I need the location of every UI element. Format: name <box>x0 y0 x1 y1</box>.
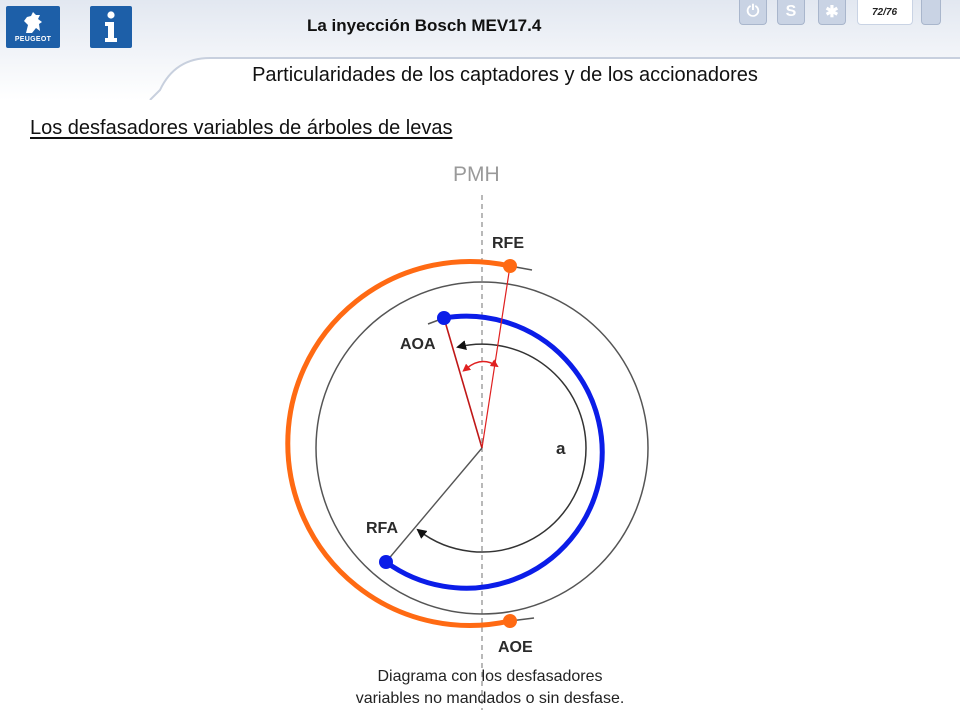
aoa-dot <box>437 311 451 325</box>
outer-circle <box>315 281 649 615</box>
aoe-label: AOE <box>498 639 533 656</box>
brand-logo-text: PEUGEOT <box>14 36 52 43</box>
lion-icon <box>24 12 42 33</box>
aoe-dot <box>503 614 517 628</box>
header-swoosh <box>0 0 960 101</box>
inner-arc-bottom <box>416 447 587 553</box>
rfe-label: RFE <box>492 235 524 252</box>
rfe-dot <box>503 259 517 273</box>
asterisk-icon: ✱ <box>825 4 839 21</box>
slide-subtitle: Particularidades de los captadores y de … <box>252 64 758 86</box>
power-icon: ⏻ <box>746 3 760 20</box>
power-button[interactable]: ⏻ <box>739 0 767 25</box>
caption-line-2: variables no mandados o sin desfase. <box>355 690 625 707</box>
next-button[interactable] <box>921 0 941 25</box>
asterisk-button[interactable]: ✱ <box>818 0 846 25</box>
rfe-radius <box>481 265 511 449</box>
aoa-radius <box>443 317 483 449</box>
header-title: La inyección Bosch MEV17.4 <box>307 16 542 35</box>
inner-arc-top <box>456 340 587 449</box>
diagram-caption: Diagrama con los desfasadores variables … <box>290 666 690 710</box>
header-band <box>0 0 960 101</box>
s-button[interactable]: S <box>777 0 805 25</box>
center-label: a <box>556 439 566 458</box>
section-title: Los desfasadores variables de árboles de… <box>30 117 453 139</box>
info-icon <box>105 11 117 42</box>
page-counter-box <box>857 0 913 25</box>
rfa-radius <box>385 447 483 563</box>
peugeot-logo: PEUGEOT <box>6 6 60 48</box>
rfa-label: RFA <box>366 520 398 537</box>
info-button[interactable] <box>90 6 132 48</box>
pmh-label: PMH <box>453 163 500 186</box>
rfa-dot <box>379 555 393 569</box>
intake-arc <box>285 259 511 628</box>
s-icon: S <box>785 3 797 20</box>
phaser-arrow <box>462 359 499 372</box>
aoa-label: AOA <box>400 336 436 353</box>
exhaust-arc <box>384 313 605 591</box>
caption-line-1: Diagrama con los desfasadores <box>377 668 603 685</box>
page-counter: 72/76 <box>872 7 898 18</box>
